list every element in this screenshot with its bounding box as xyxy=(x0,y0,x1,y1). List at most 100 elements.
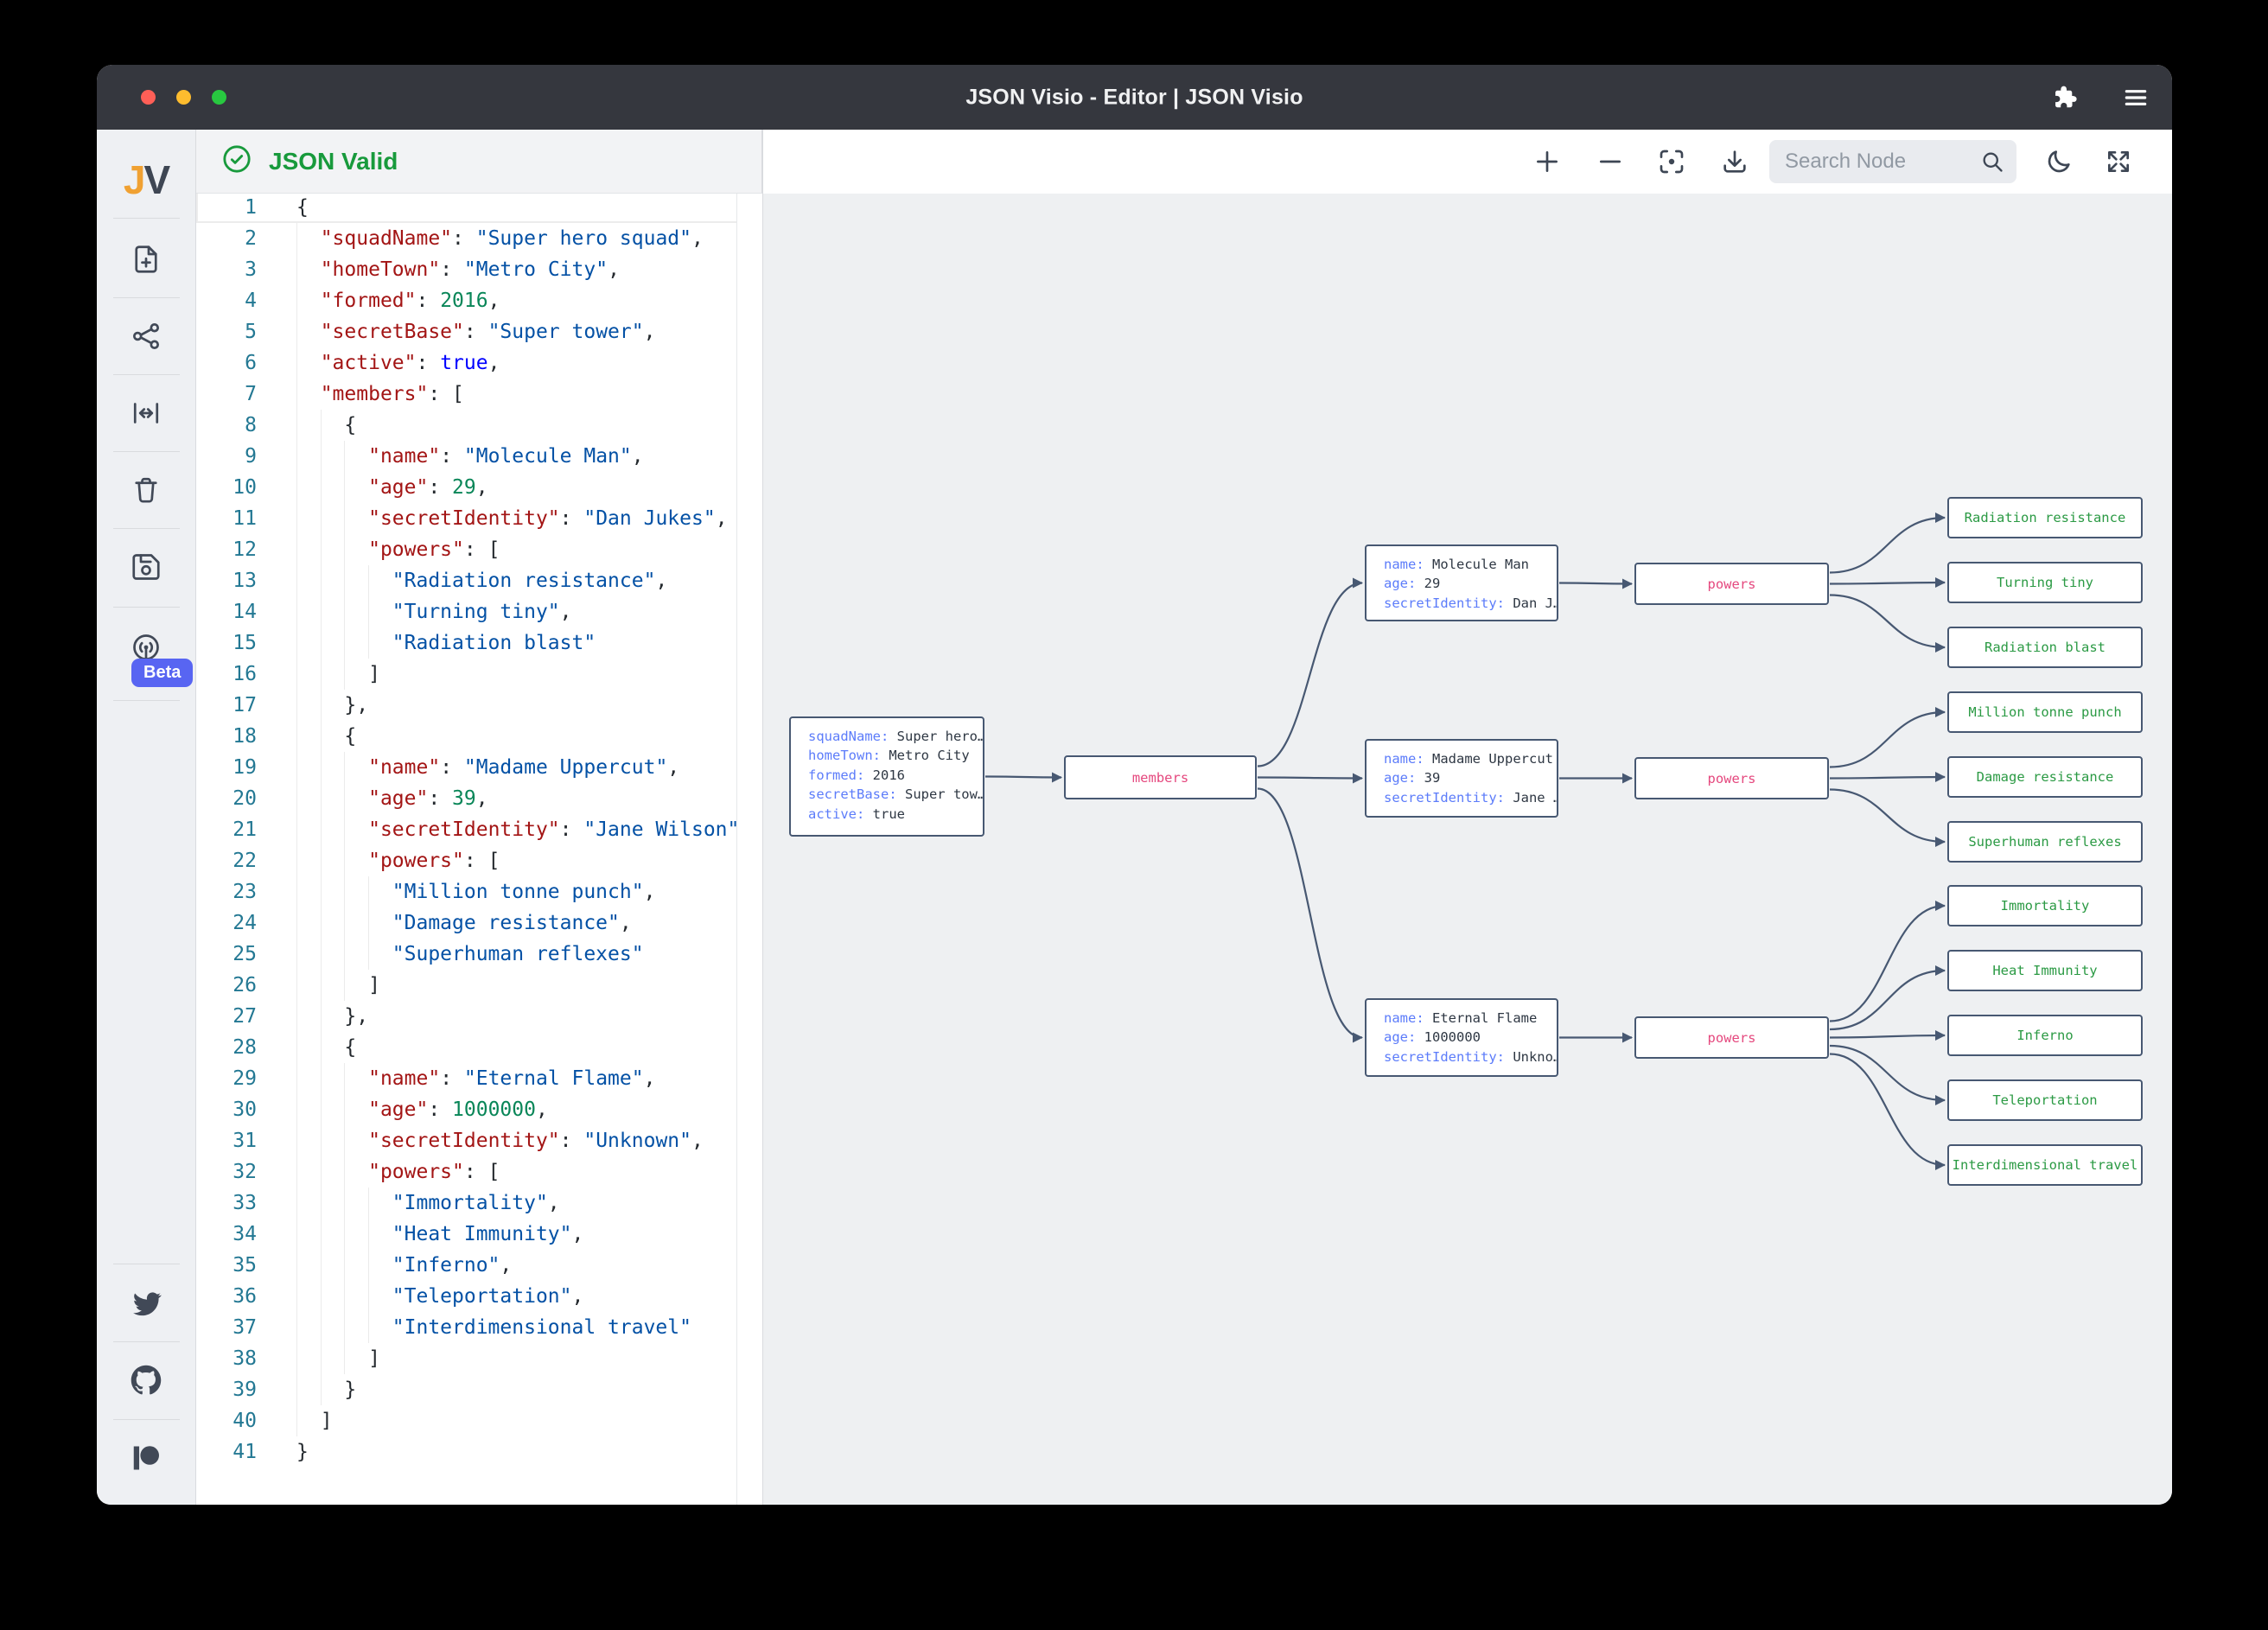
save-button[interactable] xyxy=(97,551,195,583)
twitter-link[interactable] xyxy=(97,1287,195,1318)
line-number: 24 xyxy=(233,912,257,934)
delete-button[interactable] xyxy=(97,474,195,506)
line-number: 23 xyxy=(233,881,257,903)
zoom-out-button[interactable] xyxy=(1590,141,1631,182)
search-node-input[interactable] xyxy=(1769,140,2016,183)
graph-node-p2[interactable]: powers xyxy=(1634,757,1829,799)
line-number: 16 xyxy=(233,663,257,685)
line-number: 36 xyxy=(233,1285,257,1308)
graph-node-l4[interactable]: Million tonne punch xyxy=(1947,691,2143,733)
graph-node-l11[interactable]: Interdimensional travel xyxy=(1947,1144,2143,1186)
center-view-button[interactable] xyxy=(1651,141,1692,182)
graph-toolbar xyxy=(763,130,2172,194)
github-link[interactable] xyxy=(97,1365,195,1396)
download-image-button[interactable] xyxy=(1714,141,1755,182)
editor-line: 21 "secretIdentity": "Jane Wilson", xyxy=(196,814,762,845)
search-icon[interactable] xyxy=(1980,150,2004,174)
json-code-editor[interactable]: 1{2 "squadName": "Super hero squad",3 "h… xyxy=(196,194,762,1505)
editor-line: 6 "active": true, xyxy=(196,347,762,379)
traffic-lights xyxy=(141,65,226,130)
line-number: 5 xyxy=(245,321,257,343)
divider xyxy=(113,1341,180,1342)
editor-lines: 1{2 "squadName": "Super hero squad",3 "h… xyxy=(196,194,762,1468)
line-number: 11 xyxy=(233,507,257,530)
graph-node-l1[interactable]: Radiation resistance xyxy=(1947,497,2143,538)
divider xyxy=(113,1419,180,1420)
editor-line: 18 { xyxy=(196,721,762,752)
graph-node-l7[interactable]: Immortality xyxy=(1947,885,2143,926)
line-number: 13 xyxy=(233,570,257,592)
app-window: JSON Visio - Editor | JSON Visio JV xyxy=(97,65,2172,1505)
line-number: 17 xyxy=(233,694,257,716)
json-valid-status: JSON Valid xyxy=(269,147,398,175)
editor-line: 36 "Teleportation", xyxy=(196,1281,762,1312)
close-window-button[interactable] xyxy=(141,90,156,105)
patreon-link[interactable] xyxy=(97,1442,195,1474)
editor-line: 10 "age": 29, xyxy=(196,472,762,503)
editor-line: 31 "secretIdentity": "Unknown", xyxy=(196,1125,762,1156)
line-number: 41 xyxy=(233,1441,257,1463)
check-circle-icon xyxy=(222,144,252,178)
extensions-puzzle-icon[interactable] xyxy=(2051,84,2079,111)
editor-panel: JSON Valid 1{2 "squadName": "Super hero … xyxy=(196,130,762,1505)
editor-line: 3 "homeTown": "Metro City", xyxy=(196,254,762,285)
line-number: 40 xyxy=(233,1410,257,1432)
minimize-window-button[interactable] xyxy=(176,90,191,105)
graph-canvas[interactable]: squadName: Super hero…homeTown: Metro Ci… xyxy=(763,194,2172,1505)
editor-line: 32 "powers": [ xyxy=(196,1156,762,1187)
zoom-in-button[interactable] xyxy=(1526,141,1568,182)
line-number: 22 xyxy=(233,850,257,872)
editor-scrollbar[interactable] xyxy=(736,194,762,1505)
graph-node-l9[interactable]: Inferno xyxy=(1947,1015,2143,1056)
divider xyxy=(113,451,180,452)
line-number: 34 xyxy=(233,1223,257,1245)
line-number: 1 xyxy=(245,196,257,219)
editor-line: 24 "Damage resistance", xyxy=(196,907,762,939)
editor-line: 14 "Turning tiny", xyxy=(196,596,762,627)
visualize-nodes-button[interactable] xyxy=(97,321,195,352)
graph-node-p1[interactable]: powers xyxy=(1634,563,1829,605)
line-number: 2 xyxy=(245,227,257,250)
divider xyxy=(113,607,180,608)
line-number: 35 xyxy=(233,1254,257,1277)
new-document-button[interactable] xyxy=(97,244,195,275)
line-number: 6 xyxy=(245,352,257,374)
editor-line: 13 "Radiation resistance", xyxy=(196,565,762,596)
graph-node-l10[interactable]: Teleportation xyxy=(1947,1079,2143,1121)
editor-line: 38 ] xyxy=(196,1343,762,1374)
fullscreen-button[interactable] xyxy=(2098,141,2139,182)
graph-node-l2[interactable]: Turning tiny xyxy=(1947,562,2143,603)
divider xyxy=(113,700,180,701)
editor-line: 20 "age": 39, xyxy=(196,783,762,814)
divider xyxy=(113,218,180,219)
line-number: 12 xyxy=(233,538,257,561)
line-number: 21 xyxy=(233,818,257,841)
editor-line: 26 ] xyxy=(196,970,762,1001)
graph-node-root[interactable]: squadName: Super hero…homeTown: Metro Ci… xyxy=(789,716,984,837)
graph-node-l3[interactable]: Radiation blast xyxy=(1947,627,2143,668)
divider xyxy=(113,374,180,375)
window-title: JSON Visio - Editor | JSON Visio xyxy=(965,85,1303,109)
graph-node-l5[interactable]: Damage resistance xyxy=(1947,756,2143,798)
maximize-window-button[interactable] xyxy=(212,90,226,105)
expand-width-button[interactable] xyxy=(97,398,195,429)
app-logo[interactable]: JV xyxy=(123,157,170,202)
divider xyxy=(113,297,180,298)
graph-node-p3[interactable]: powers xyxy=(1634,1016,1829,1059)
graph-node-members[interactable]: members xyxy=(1064,755,1257,799)
line-number: 28 xyxy=(233,1036,257,1059)
graph-node-l8[interactable]: Heat Immunity xyxy=(1947,950,2143,991)
line-number: 29 xyxy=(233,1067,257,1090)
editor-line: 28 { xyxy=(196,1032,762,1063)
graph-panel: squadName: Super hero…homeTown: Metro Ci… xyxy=(762,130,2172,1505)
editor-line: 23 "Million tonne punch", xyxy=(196,876,762,907)
line-number: 37 xyxy=(233,1316,257,1339)
beta-badge: Beta xyxy=(131,659,194,687)
titlebar: JSON Visio - Editor | JSON Visio xyxy=(97,65,2172,130)
menu-hamburger-icon[interactable] xyxy=(2122,84,2150,111)
graph-node-l6[interactable]: Superhuman reflexes xyxy=(1947,821,2143,863)
dark-mode-toggle[interactable] xyxy=(2038,141,2080,182)
